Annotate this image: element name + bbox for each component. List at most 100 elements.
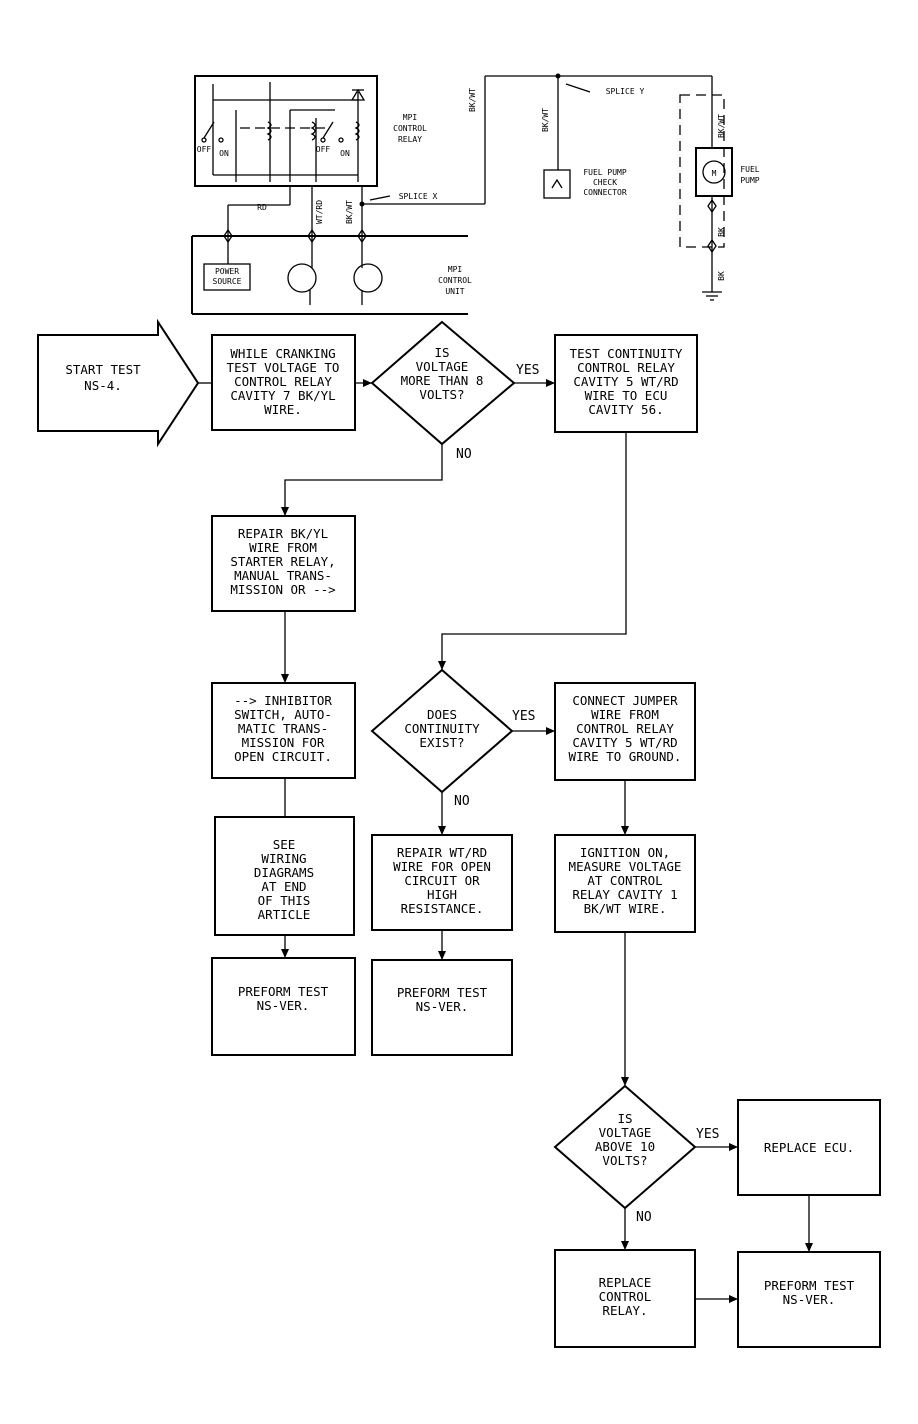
power-source-box bbox=[203, 263, 251, 291]
dia1-yes-label: YES bbox=[516, 363, 539, 378]
box6-line-2: WIRING bbox=[261, 851, 306, 866]
box7-line-3: CIRCUIT OR bbox=[404, 873, 480, 888]
dia1-line-4: VOLTS? bbox=[419, 387, 464, 402]
box-inhibitor-switch bbox=[211, 682, 356, 779]
fuel-pump-dashed-frame bbox=[679, 94, 725, 248]
fuel-pump-motor-label: M bbox=[712, 169, 717, 178]
flowchart: START TEST NS-4. WHILE CRANKING TEST VOL… bbox=[37, 318, 881, 1348]
wire-bk1-label: BK bbox=[717, 227, 726, 237]
box3-line-1: REPAIR BK/YL bbox=[238, 526, 328, 541]
box-preform-test-2 bbox=[371, 959, 513, 1056]
dia2-line-1: DOES bbox=[427, 707, 457, 722]
box9-line-2: NS-VER. bbox=[257, 998, 310, 1013]
box5-line-4: CAVITY 5 WT/RD bbox=[572, 735, 677, 750]
dia3-no-label: NO bbox=[636, 1210, 652, 1225]
box3-line-2: WIRE FROM bbox=[249, 540, 317, 555]
box3-line-5: MISSION OR --> bbox=[230, 582, 335, 597]
relay-label-3: RELAY bbox=[398, 135, 422, 144]
box8-line-4: RELAY CAVITY 1 bbox=[572, 887, 677, 902]
box4-line-1: --> INHIBITOR bbox=[234, 693, 332, 708]
dia2-line-2: CONTINUITY bbox=[404, 721, 480, 736]
box8-line-3: AT CONTROL bbox=[587, 873, 662, 888]
transistor-1 bbox=[287, 263, 317, 293]
box6-line-3: DIAGRAMS bbox=[254, 865, 314, 880]
fuel-pump-check-label-1: FUEL PUMP bbox=[583, 168, 627, 177]
box6-line-6: ARTICLE bbox=[258, 907, 311, 922]
box7-line-4: HIGH bbox=[427, 887, 457, 902]
box4-line-5: OPEN CIRCUIT. bbox=[234, 749, 332, 764]
dia1-line-2: VOLTAGE bbox=[416, 359, 469, 374]
fuel-pump-check-label-2: CHECK bbox=[593, 178, 617, 187]
box3-line-3: STARTER RELAY, bbox=[230, 554, 335, 569]
box13-line-2: NS-VER. bbox=[783, 1292, 836, 1307]
box3-line-4: MANUAL TRANS- bbox=[234, 568, 332, 583]
box-repair-bkyl bbox=[211, 515, 356, 612]
box2-line-1: TEST CONTINUITY bbox=[570, 346, 683, 361]
control-unit-label-2: CONTROL bbox=[438, 276, 472, 285]
box9-line-1: PREFORM TEST bbox=[238, 984, 329, 999]
box2-line-3: CAVITY 5 WT/RD bbox=[573, 374, 678, 389]
box1-line-3: CONTROL RELAY bbox=[234, 374, 332, 389]
box-replace-ecu bbox=[737, 1099, 881, 1196]
box5-line-2: WIRE FROM bbox=[591, 707, 659, 722]
fuel-pump-check-connector bbox=[543, 169, 571, 199]
box4-line-2: SWITCH, AUTO- bbox=[234, 707, 332, 722]
start-text-1: START TEST bbox=[65, 362, 141, 377]
wiring-schematic: OFF ON OFF ON MPI CONTROL RELAY RD WT/RD… bbox=[191, 73, 760, 315]
control-unit-label-1: MPI bbox=[448, 265, 463, 274]
control-unit-label-3: UNIT bbox=[445, 287, 464, 296]
box-see-wiring-diagrams bbox=[214, 816, 355, 936]
box12-line-3: RELAY. bbox=[602, 1303, 647, 1318]
dia3-line-3: ABOVE 10 bbox=[595, 1139, 655, 1154]
wire-wtrd-label: WT/RD bbox=[315, 200, 324, 224]
dia2-yes-label: YES bbox=[512, 709, 535, 724]
dia1-no-label: NO bbox=[456, 447, 472, 462]
box7-line-1: REPAIR WT/RD bbox=[397, 845, 487, 860]
box1-line-1: WHILE CRANKING bbox=[230, 346, 335, 361]
box12-line-1: REPLACE bbox=[599, 1275, 652, 1290]
box12-line-2: CONTROL bbox=[599, 1289, 652, 1304]
transistor-2 bbox=[353, 263, 383, 293]
wire-bkwt-right-label: BK/WT bbox=[717, 114, 726, 138]
box8-line-5: BK/WT WIRE. bbox=[584, 901, 667, 916]
splice-y-label: SPLICE Y bbox=[606, 87, 645, 96]
box10-line-2: NS-VER. bbox=[416, 999, 469, 1014]
box5-line-1: CONNECT JUMPER bbox=[572, 693, 678, 708]
box-repair-wtrd bbox=[371, 834, 513, 931]
box-replace-control-relay bbox=[554, 1249, 696, 1348]
wire-rd-label: RD bbox=[257, 203, 267, 212]
fuel-pump-box bbox=[695, 147, 733, 197]
box1-line-2: TEST VOLTAGE TO bbox=[227, 360, 340, 375]
wire-bkwt-mid-label: BK/WT bbox=[541, 108, 550, 132]
fuel-pump-label-1: FUEL bbox=[740, 165, 759, 174]
power-source-label-1: POWER bbox=[215, 267, 239, 276]
relay-label-2: CONTROL bbox=[393, 124, 427, 133]
relay-off-label-2: OFF bbox=[316, 145, 331, 154]
ground-icon bbox=[702, 291, 722, 301]
wire-bk2-label: BK bbox=[717, 271, 726, 281]
box7-line-2: WIRE FOR OPEN bbox=[393, 859, 491, 874]
box2-line-5: CAVITY 56. bbox=[588, 402, 663, 417]
box10-line-1: PREFORM TEST bbox=[397, 985, 488, 1000]
box7-line-5: RESISTANCE. bbox=[401, 901, 484, 916]
dia1-line-3: MORE THAN 8 bbox=[401, 373, 484, 388]
dia3-line-1: IS bbox=[617, 1111, 632, 1126]
relay-box bbox=[194, 75, 378, 187]
dia3-line-2: VOLTAGE bbox=[599, 1125, 652, 1140]
box-preform-test-1 bbox=[211, 957, 356, 1056]
start-test-arrow bbox=[37, 318, 200, 448]
box1-line-4: CAVITY 7 BK/YL bbox=[230, 388, 335, 403]
flow-connectors bbox=[198, 379, 813, 1303]
relay-label-1: MPI bbox=[403, 113, 418, 122]
fuel-pump-motor-icon bbox=[702, 160, 726, 184]
box4-line-4: MISSION FOR bbox=[242, 735, 325, 750]
start-text-2: NS-4. bbox=[84, 378, 122, 393]
relay-on-label-2: ON bbox=[340, 149, 350, 158]
box5-line-3: CONTROL RELAY bbox=[576, 721, 674, 736]
box-cranking-test bbox=[211, 334, 356, 431]
relay-off-label-1: OFF bbox=[197, 145, 212, 154]
dia3-yes-label: YES bbox=[696, 1127, 719, 1142]
box5-line-5: WIRE TO GROUND. bbox=[569, 749, 682, 764]
box1-line-5: WIRE. bbox=[264, 402, 302, 417]
box8-line-1: IGNITION ON, bbox=[580, 845, 670, 860]
